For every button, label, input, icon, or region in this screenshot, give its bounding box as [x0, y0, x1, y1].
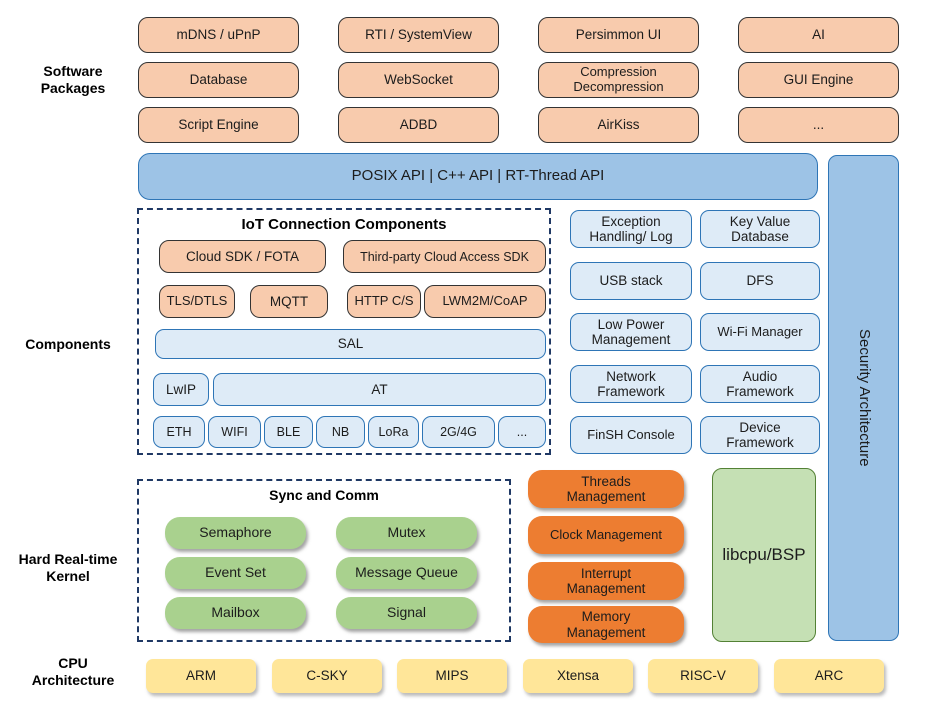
- cpu-box-risc-v: RISC-V: [648, 659, 758, 693]
- iot-box-lora: LoRa: [368, 416, 419, 448]
- cpu-box-c-sky: C-SKY: [272, 659, 382, 693]
- cpu-box-xtensa: Xtensa: [523, 659, 633, 693]
- module-box-network-framework: Network Framework: [570, 365, 692, 403]
- package-box-gui-engine: GUI Engine: [738, 62, 899, 98]
- iot-box-cloud-sdk-fota: Cloud SDK / FOTA: [159, 240, 326, 273]
- iot-connection-components-box: [137, 208, 551, 455]
- security-architecture-bar: Security Architecture: [828, 155, 899, 641]
- sync-and-comm-box: [137, 479, 511, 642]
- kernel-box-message-queue: Message Queue: [336, 557, 477, 589]
- kernel-section-label: Hard Real-time Kernel: [18, 551, 118, 584]
- package-box-mdns-upnp: mDNS / uPnP: [138, 17, 299, 53]
- iot-box-thirdparty-cloud-sdk: Third-party Cloud Access SDK: [343, 240, 546, 273]
- package-box-script-engine: Script Engine: [138, 107, 299, 143]
- package-box-compression: Compression Decompression: [538, 62, 699, 98]
- module-box-dfs: DFS: [700, 262, 820, 300]
- cpu-box-arm: ARM: [146, 659, 256, 693]
- kernel-box-threads-management: Threads Management: [528, 470, 684, 508]
- iot-connection-components-title: IoT Connection Components: [241, 216, 447, 233]
- package-box-ai: AI: [738, 17, 899, 53]
- iot-box-2g4g: 2G/4G: [422, 416, 495, 448]
- iot-box-tls-dtls: TLS/DTLS: [159, 285, 235, 318]
- sync-and-comm-title: Sync and Comm: [269, 487, 379, 503]
- kernel-box-memory-management: Memory Management: [528, 606, 684, 643]
- iot-box-more: ...: [498, 416, 546, 448]
- package-box-database: Database: [138, 62, 299, 98]
- module-box-usb-stack: USB stack: [570, 262, 692, 300]
- module-box-audio-framework: Audio Framework: [700, 365, 820, 403]
- iot-box-http-cs: HTTP C/S: [347, 285, 421, 318]
- kernel-box-event-set: Event Set: [165, 557, 306, 589]
- libcpu-bsp-box: libcpu/BSP: [712, 468, 816, 642]
- iot-box-eth: ETH: [153, 416, 205, 448]
- module-box-key-value-database: Key Value Database: [700, 210, 820, 248]
- cpu-section-label: CPU Architecture: [31, 655, 115, 688]
- package-box-more: ...: [738, 107, 899, 143]
- cpu-box-mips: MIPS: [397, 659, 507, 693]
- kernel-box-mutex: Mutex: [336, 517, 477, 549]
- iot-box-wifi: WIFI: [208, 416, 261, 448]
- iot-box-nb: NB: [316, 416, 365, 448]
- iot-box-lwm2m-coap: LWM2M/CoAP: [424, 285, 546, 318]
- module-box-finsh-console: FinSH Console: [570, 416, 692, 454]
- module-box-device-framework: Device Framework: [700, 416, 820, 454]
- module-box-low-power-management: Low Power Management: [570, 313, 692, 351]
- package-box-adbd: ADBD: [338, 107, 499, 143]
- iot-box-ble: BLE: [264, 416, 313, 448]
- cpu-box-arc: ARC: [774, 659, 884, 693]
- components-section-label: Components: [25, 335, 111, 352]
- module-box-wifi-manager: Wi-Fi Manager: [700, 313, 820, 351]
- software-packages-section-label: Software Packages: [40, 63, 106, 96]
- kernel-box-semaphore: Semaphore: [165, 517, 306, 549]
- package-box-websocket: WebSocket: [338, 62, 499, 98]
- iot-box-at: AT: [213, 373, 546, 406]
- kernel-box-signal: Signal: [336, 597, 477, 629]
- kernel-box-mailbox: Mailbox: [165, 597, 306, 629]
- kernel-box-interrupt-management: Interrupt Management: [528, 562, 684, 600]
- iot-box-sal: SAL: [155, 329, 546, 359]
- module-box-exception-handling-log: Exception Handling/ Log: [570, 210, 692, 248]
- package-box-airkiss: AirKiss: [538, 107, 699, 143]
- package-box-persimmon-ui: Persimmon UI: [538, 17, 699, 53]
- package-box-rti-systemview: RTI / SystemView: [338, 17, 499, 53]
- iot-box-mqtt: MQTT: [250, 285, 328, 318]
- api-bar: POSIX API | C++ API | RT-Thread API: [138, 153, 818, 200]
- kernel-box-clock-management: Clock Management: [528, 516, 684, 554]
- iot-box-lwip: LwIP: [153, 373, 209, 406]
